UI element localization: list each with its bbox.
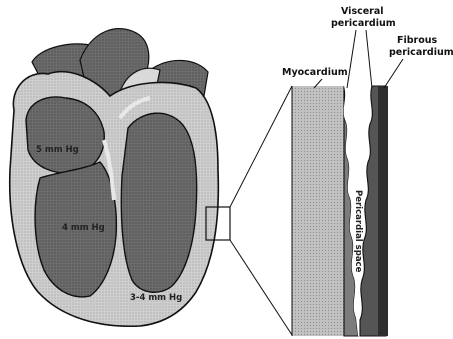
- fibrous-label-line2: pericardium: [389, 47, 453, 58]
- visceral-leader: [347, 30, 356, 88]
- pressure-middle-label: 4 mm Hg: [62, 223, 105, 233]
- pericardial-space-label: Pericardial space: [353, 190, 363, 273]
- myocardium-label: Myocardium: [282, 67, 348, 78]
- visceral-label-line1: Visceral: [341, 6, 384, 17]
- fibrous-outer-band: [378, 86, 388, 336]
- projection-line-top: [230, 86, 292, 207]
- fibrous-leader: [384, 59, 403, 88]
- myocardium-band: [292, 86, 344, 336]
- fibrous-label-line1: Fibrous: [397, 35, 438, 46]
- visceral-label-line2: pericardium: [331, 18, 396, 29]
- visceral-leader-2: [366, 30, 372, 88]
- pressure-upper-label: 5 mm Hg: [36, 145, 79, 155]
- heart-left-ventricle: [121, 113, 196, 292]
- pressure-lower-label: 3-4 mm Hg: [130, 293, 182, 303]
- projection-line-bottom: [230, 240, 292, 335]
